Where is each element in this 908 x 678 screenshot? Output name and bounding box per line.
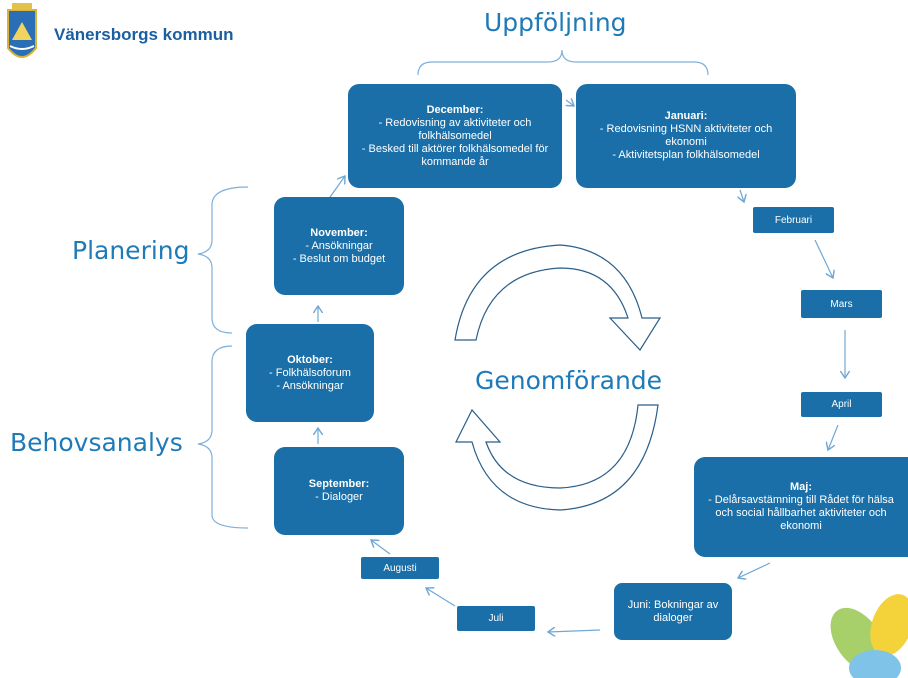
brace-behovsanalys xyxy=(197,345,249,529)
brace-uppfoljning xyxy=(417,49,709,76)
month-line: - Folkhälsoforum xyxy=(269,366,351,379)
month-line: - Dialoger xyxy=(315,491,363,503)
month-box-augusti: Augusti xyxy=(361,557,439,579)
month-label: Juli xyxy=(488,613,504,624)
month-box-mars: Mars xyxy=(801,290,882,318)
cycle-arrow-top xyxy=(454,244,662,351)
month-line: - Ansökningar xyxy=(305,239,373,252)
month-line: - Aktivitetsplan folkhälsomedel xyxy=(612,149,760,161)
month-label: April xyxy=(831,399,852,410)
month-box-februari: Februari xyxy=(753,207,834,233)
month-line: - Ansökningar xyxy=(276,379,344,392)
month-line: - Beslut om budget xyxy=(292,252,386,265)
org-name: Vänersborgs kommun xyxy=(54,25,234,44)
month-line: - Delårsavstämning till Rådet för hälsa … xyxy=(708,494,894,532)
month-line: - Redovisning av aktiviteter och folkhäl… xyxy=(378,116,532,142)
coat-of-arms-icon xyxy=(7,3,37,58)
brace-planering xyxy=(197,186,249,334)
month-label: Februari xyxy=(774,214,813,226)
month-title: December: xyxy=(426,103,484,116)
month-label: Juni: Bokningar av dialoger xyxy=(627,598,719,624)
month-box-juli: Juli xyxy=(457,606,535,631)
month-box-september: September: - Dialoger xyxy=(274,447,404,535)
month-title: Maj: xyxy=(790,481,812,493)
month-box-maj: Maj: - Delårsavstämning till Rådet för h… xyxy=(694,457,908,557)
phase-label-planering: Planering xyxy=(72,236,190,265)
month-box-november: November: - Ansökningar - Beslut om budg… xyxy=(274,197,404,295)
month-line: - Besked till aktörer folkhälsomedel för… xyxy=(361,142,549,168)
month-title: Oktober: xyxy=(287,353,333,366)
month-title: Januari: xyxy=(664,110,708,122)
month-label: Augusti xyxy=(383,562,417,574)
month-box-oktober: Oktober: - Folkhälsoforum - Ansökningar xyxy=(246,324,374,422)
month-box-december: December: - Redovisning av aktiviteter o… xyxy=(348,84,562,188)
phase-label-uppfoljning: Uppföljning xyxy=(484,8,627,37)
phase-label-behovsanalys: Behovsanalys xyxy=(10,428,183,457)
cycle-arrow-bottom xyxy=(455,404,659,511)
month-title: November: xyxy=(310,226,368,239)
month-box-januari: Januari: - Redovisning HSNN aktiviteter … xyxy=(576,84,796,188)
month-label: Mars xyxy=(830,298,853,310)
month-box-april: April xyxy=(801,392,882,417)
month-box-juni: Juni: Bokningar av dialoger xyxy=(614,583,732,640)
month-title: September: xyxy=(308,478,370,490)
phase-label-genomforande: Genomförande xyxy=(475,366,663,395)
month-line: - Redovisning HSNN aktiviteter och ekono… xyxy=(599,123,773,148)
